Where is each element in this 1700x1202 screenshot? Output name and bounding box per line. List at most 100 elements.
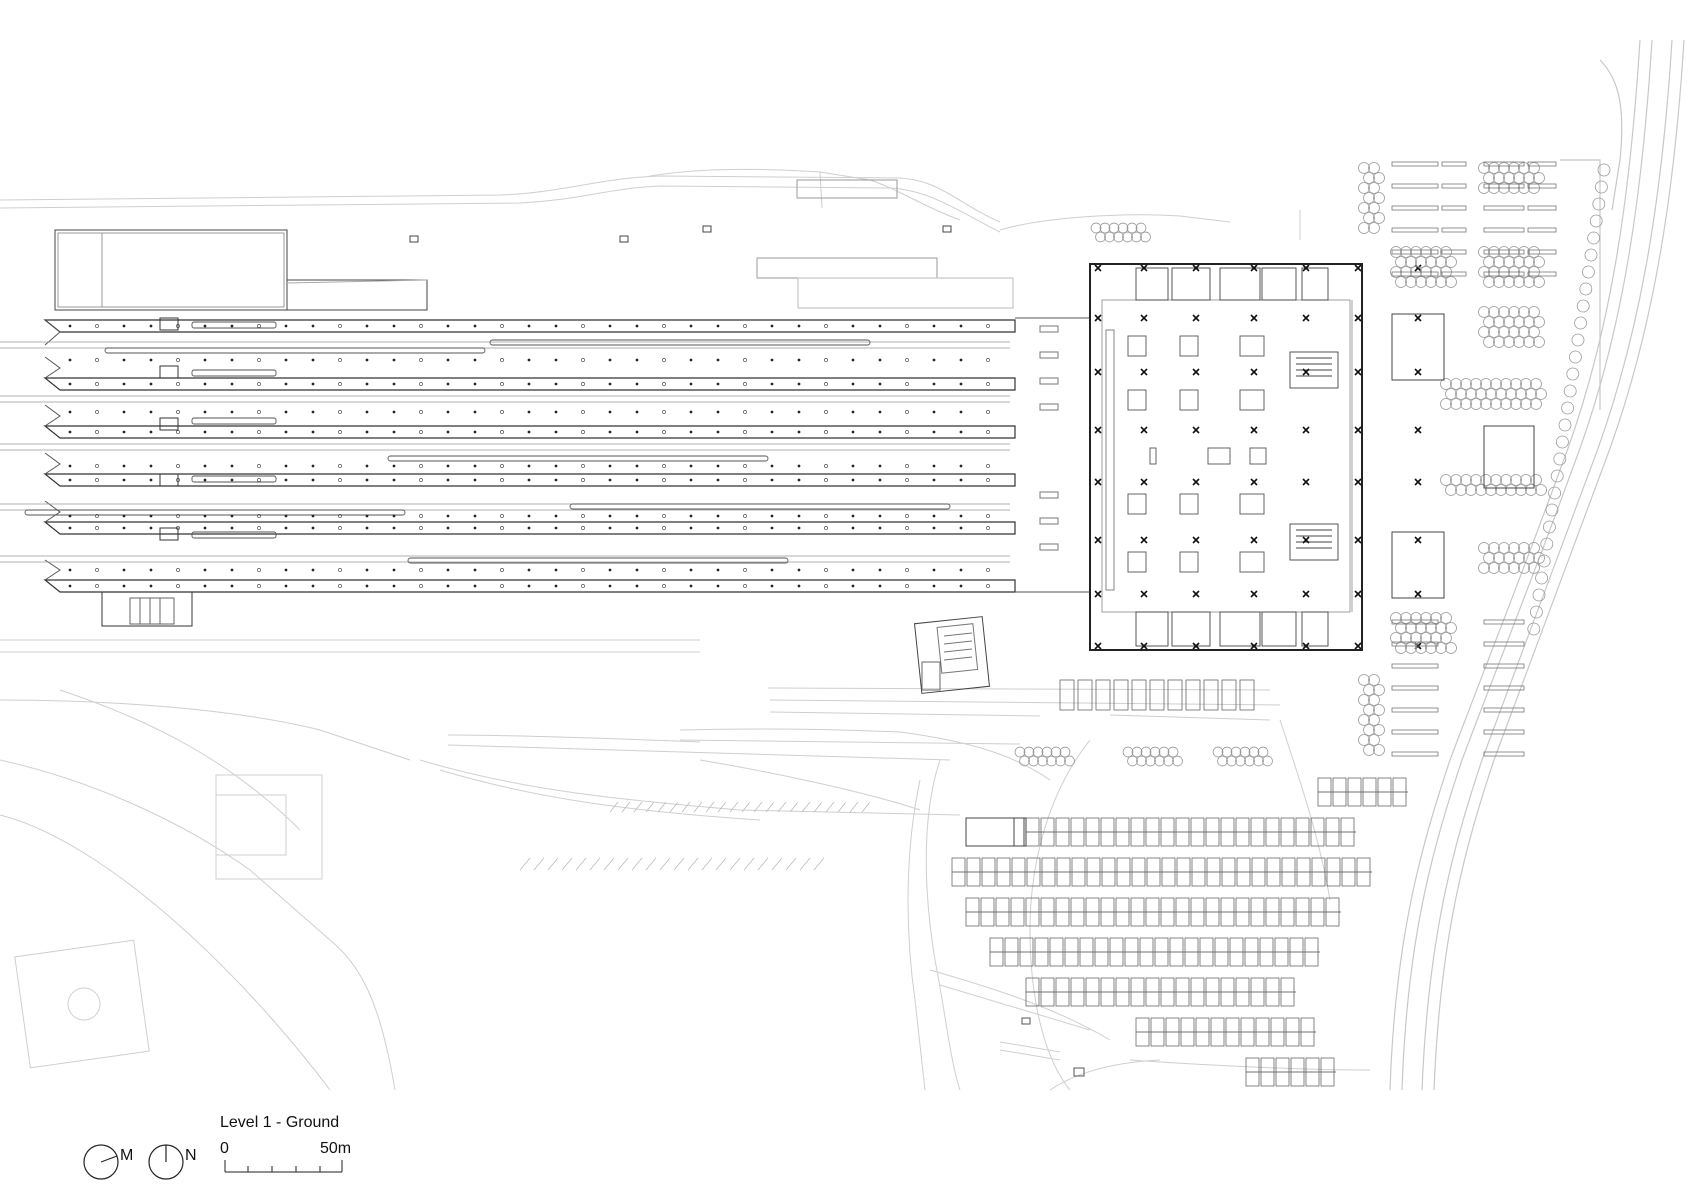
- parking-bay: [1441, 183, 1467, 189]
- terminal-column: [1302, 264, 1310, 272]
- platform-column: [986, 526, 990, 530]
- parking-space: [1130, 817, 1145, 847]
- tree: [1445, 276, 1457, 288]
- platform-column: [527, 526, 531, 530]
- parking-bay: [1483, 707, 1525, 713]
- tree: [1440, 378, 1452, 390]
- platform-column: [446, 526, 450, 530]
- tree: [1368, 162, 1380, 174]
- platform-column: [581, 382, 585, 386]
- platform-column: [797, 478, 801, 482]
- platform-column: [338, 584, 342, 588]
- tree: [1363, 704, 1375, 716]
- tree: [1515, 388, 1527, 400]
- terminal-column: [1094, 590, 1102, 598]
- terminal-column: [1140, 642, 1148, 650]
- tree: [1440, 398, 1452, 410]
- terminal-column: [1302, 642, 1310, 650]
- platform-column: [419, 568, 423, 572]
- tree: [1410, 612, 1422, 624]
- platform-column: [554, 382, 558, 386]
- tree: [1525, 388, 1537, 400]
- parking-space: [1145, 897, 1160, 927]
- platform-column: [176, 358, 180, 362]
- platform-column: [581, 478, 585, 482]
- terminal-column: [1414, 264, 1422, 272]
- parking-bay: [1391, 729, 1439, 735]
- tree: [1488, 162, 1500, 174]
- parking-space: [1010, 897, 1025, 927]
- tree: [1455, 388, 1467, 400]
- terminal-column: [1302, 478, 1310, 486]
- platform-column: [932, 382, 936, 386]
- platform-column: [932, 584, 936, 588]
- platform-column: [203, 464, 207, 468]
- platform-column: [473, 568, 477, 572]
- parking-space: [1274, 937, 1289, 967]
- parking-space: [1244, 937, 1259, 967]
- platform-column: [473, 430, 477, 434]
- platform-column: [284, 430, 288, 434]
- platform-column: [419, 514, 423, 518]
- terminal-column: [1414, 478, 1422, 486]
- tree: [1488, 542, 1500, 554]
- platform-column: [608, 464, 612, 468]
- terminal-column: [1302, 536, 1310, 544]
- platform-column: [284, 324, 288, 328]
- parking-space: [1340, 817, 1355, 847]
- parking-space: [1055, 977, 1070, 1007]
- terminal-column: [1414, 426, 1422, 434]
- platform-column: [959, 358, 963, 362]
- platform-column: [149, 478, 153, 482]
- parking-space: [996, 857, 1011, 887]
- tree: [1503, 172, 1515, 184]
- parking-space: [1195, 1017, 1210, 1047]
- platform-column: [284, 464, 288, 468]
- tree: [1513, 276, 1525, 288]
- parking-bay: [1441, 205, 1467, 211]
- tree: [1154, 755, 1165, 767]
- parking-space: [1285, 1017, 1300, 1047]
- platform-column: [311, 324, 315, 328]
- tree: [1584, 248, 1598, 262]
- tree: [1480, 378, 1492, 390]
- platform-column: [203, 478, 207, 482]
- tree: [1530, 605, 1543, 619]
- platform-column: [284, 568, 288, 572]
- platform-column: [419, 464, 423, 468]
- platform-column: [716, 478, 720, 482]
- parking-bay: [1527, 161, 1557, 167]
- parking-bay: [1391, 685, 1439, 691]
- tree: [1465, 484, 1477, 496]
- tree: [1513, 336, 1525, 348]
- parking-space: [1070, 897, 1085, 927]
- platform-column: [959, 464, 963, 468]
- tree: [1358, 714, 1370, 726]
- platform-column: [203, 568, 207, 572]
- parking-space: [1190, 897, 1205, 927]
- parking-bay: [1441, 161, 1467, 167]
- tree: [1483, 316, 1495, 328]
- parking-space: [1250, 977, 1265, 1007]
- tree: [1425, 276, 1437, 288]
- platform-column: [878, 526, 882, 530]
- platform-column: [851, 464, 855, 468]
- crosswalk-stripe: [799, 857, 811, 871]
- platform-column: [311, 584, 315, 588]
- platform-column: [392, 358, 396, 362]
- parking-space: [1184, 937, 1199, 967]
- platform-column: [662, 464, 666, 468]
- platform-column: [662, 410, 666, 414]
- platform-column: [770, 464, 774, 468]
- platform-column: [959, 410, 963, 414]
- platform-column: [662, 478, 666, 482]
- platform-column: [689, 358, 693, 362]
- platform-column: [743, 526, 747, 530]
- tree: [1090, 222, 1102, 234]
- platform-column: [338, 526, 342, 530]
- platform-column: [689, 410, 693, 414]
- platform-column: [581, 584, 585, 588]
- platform-column: [311, 358, 315, 362]
- terminal-column: [1302, 426, 1310, 434]
- platform-column: [203, 410, 207, 414]
